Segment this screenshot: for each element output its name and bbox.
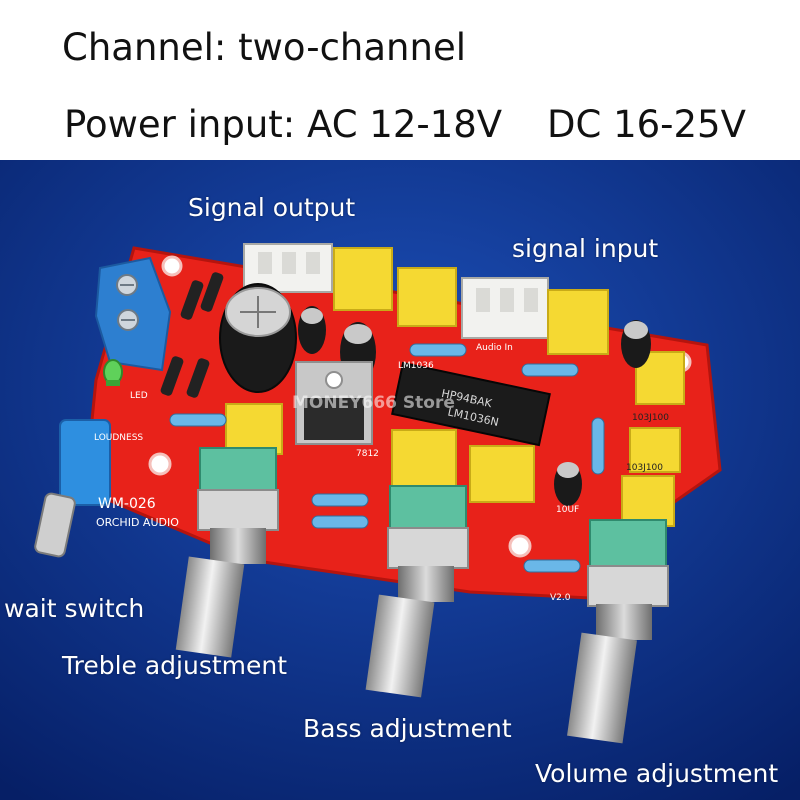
loudness-label: LOUDNESS (94, 433, 143, 443)
version-label: V2.0 (550, 593, 571, 603)
electrolytic-capacitors (219, 283, 651, 506)
cap-code-2: 103J100 (626, 463, 663, 473)
volume-label: Volume adjustment (535, 759, 779, 788)
bass-potentiometer (365, 485, 469, 698)
resistors (169, 343, 605, 573)
board-brand: ORCHID AUDIO (96, 516, 179, 529)
board-photo: HP94BAK LM1036N WM- (0, 160, 800, 800)
voltage-regulator (295, 361, 373, 445)
pcb-chip-label: LM1036 (398, 361, 434, 371)
audio-in-label: Audio In (476, 343, 513, 353)
led-label: LED (130, 391, 148, 401)
signal-input-connector (461, 277, 549, 339)
mounting-hole (148, 452, 172, 476)
watermark: MONEY666 Store (292, 393, 455, 413)
board-model: WM-026 (98, 496, 156, 512)
board-illustration: HP94BAK LM1036N WM- (0, 160, 800, 800)
diodes (160, 272, 224, 398)
film-capacitors (225, 247, 685, 527)
wait-switch-label: wait switch (4, 594, 145, 623)
regulator-label: 7812 (356, 449, 379, 459)
power-dc-spec: DC 16-25V (547, 103, 746, 146)
pcb-silkscreen: WM-026 ORCHID AUDIO LOUDNESS LED LM1036 … (94, 343, 669, 603)
channel-spec: Channel: two-channel (62, 26, 466, 69)
power-ac-spec: Power input: AC 12-18V (64, 103, 503, 146)
led (103, 359, 123, 386)
signal-input-label: signal input (512, 234, 659, 263)
treble-potentiometer (175, 447, 279, 658)
treble-label: Treble adjustment (62, 651, 288, 680)
cap-code-1: 103J100 (632, 413, 669, 423)
cap-value-label: 10UF (556, 505, 579, 515)
mounting-hole (161, 255, 183, 277)
signal-output-label: Signal output (188, 193, 356, 222)
lm1036-ic-chip: HP94BAK LM1036N (391, 361, 551, 447)
bass-label: Bass adjustment (303, 714, 512, 743)
spec-header: Channel: two-channel Power input: AC 12-… (0, 0, 800, 160)
volume-potentiometer (567, 519, 669, 744)
wait-switch-toggle (34, 419, 111, 558)
mounting-hole (508, 534, 532, 558)
power-terminal-block (94, 256, 172, 372)
